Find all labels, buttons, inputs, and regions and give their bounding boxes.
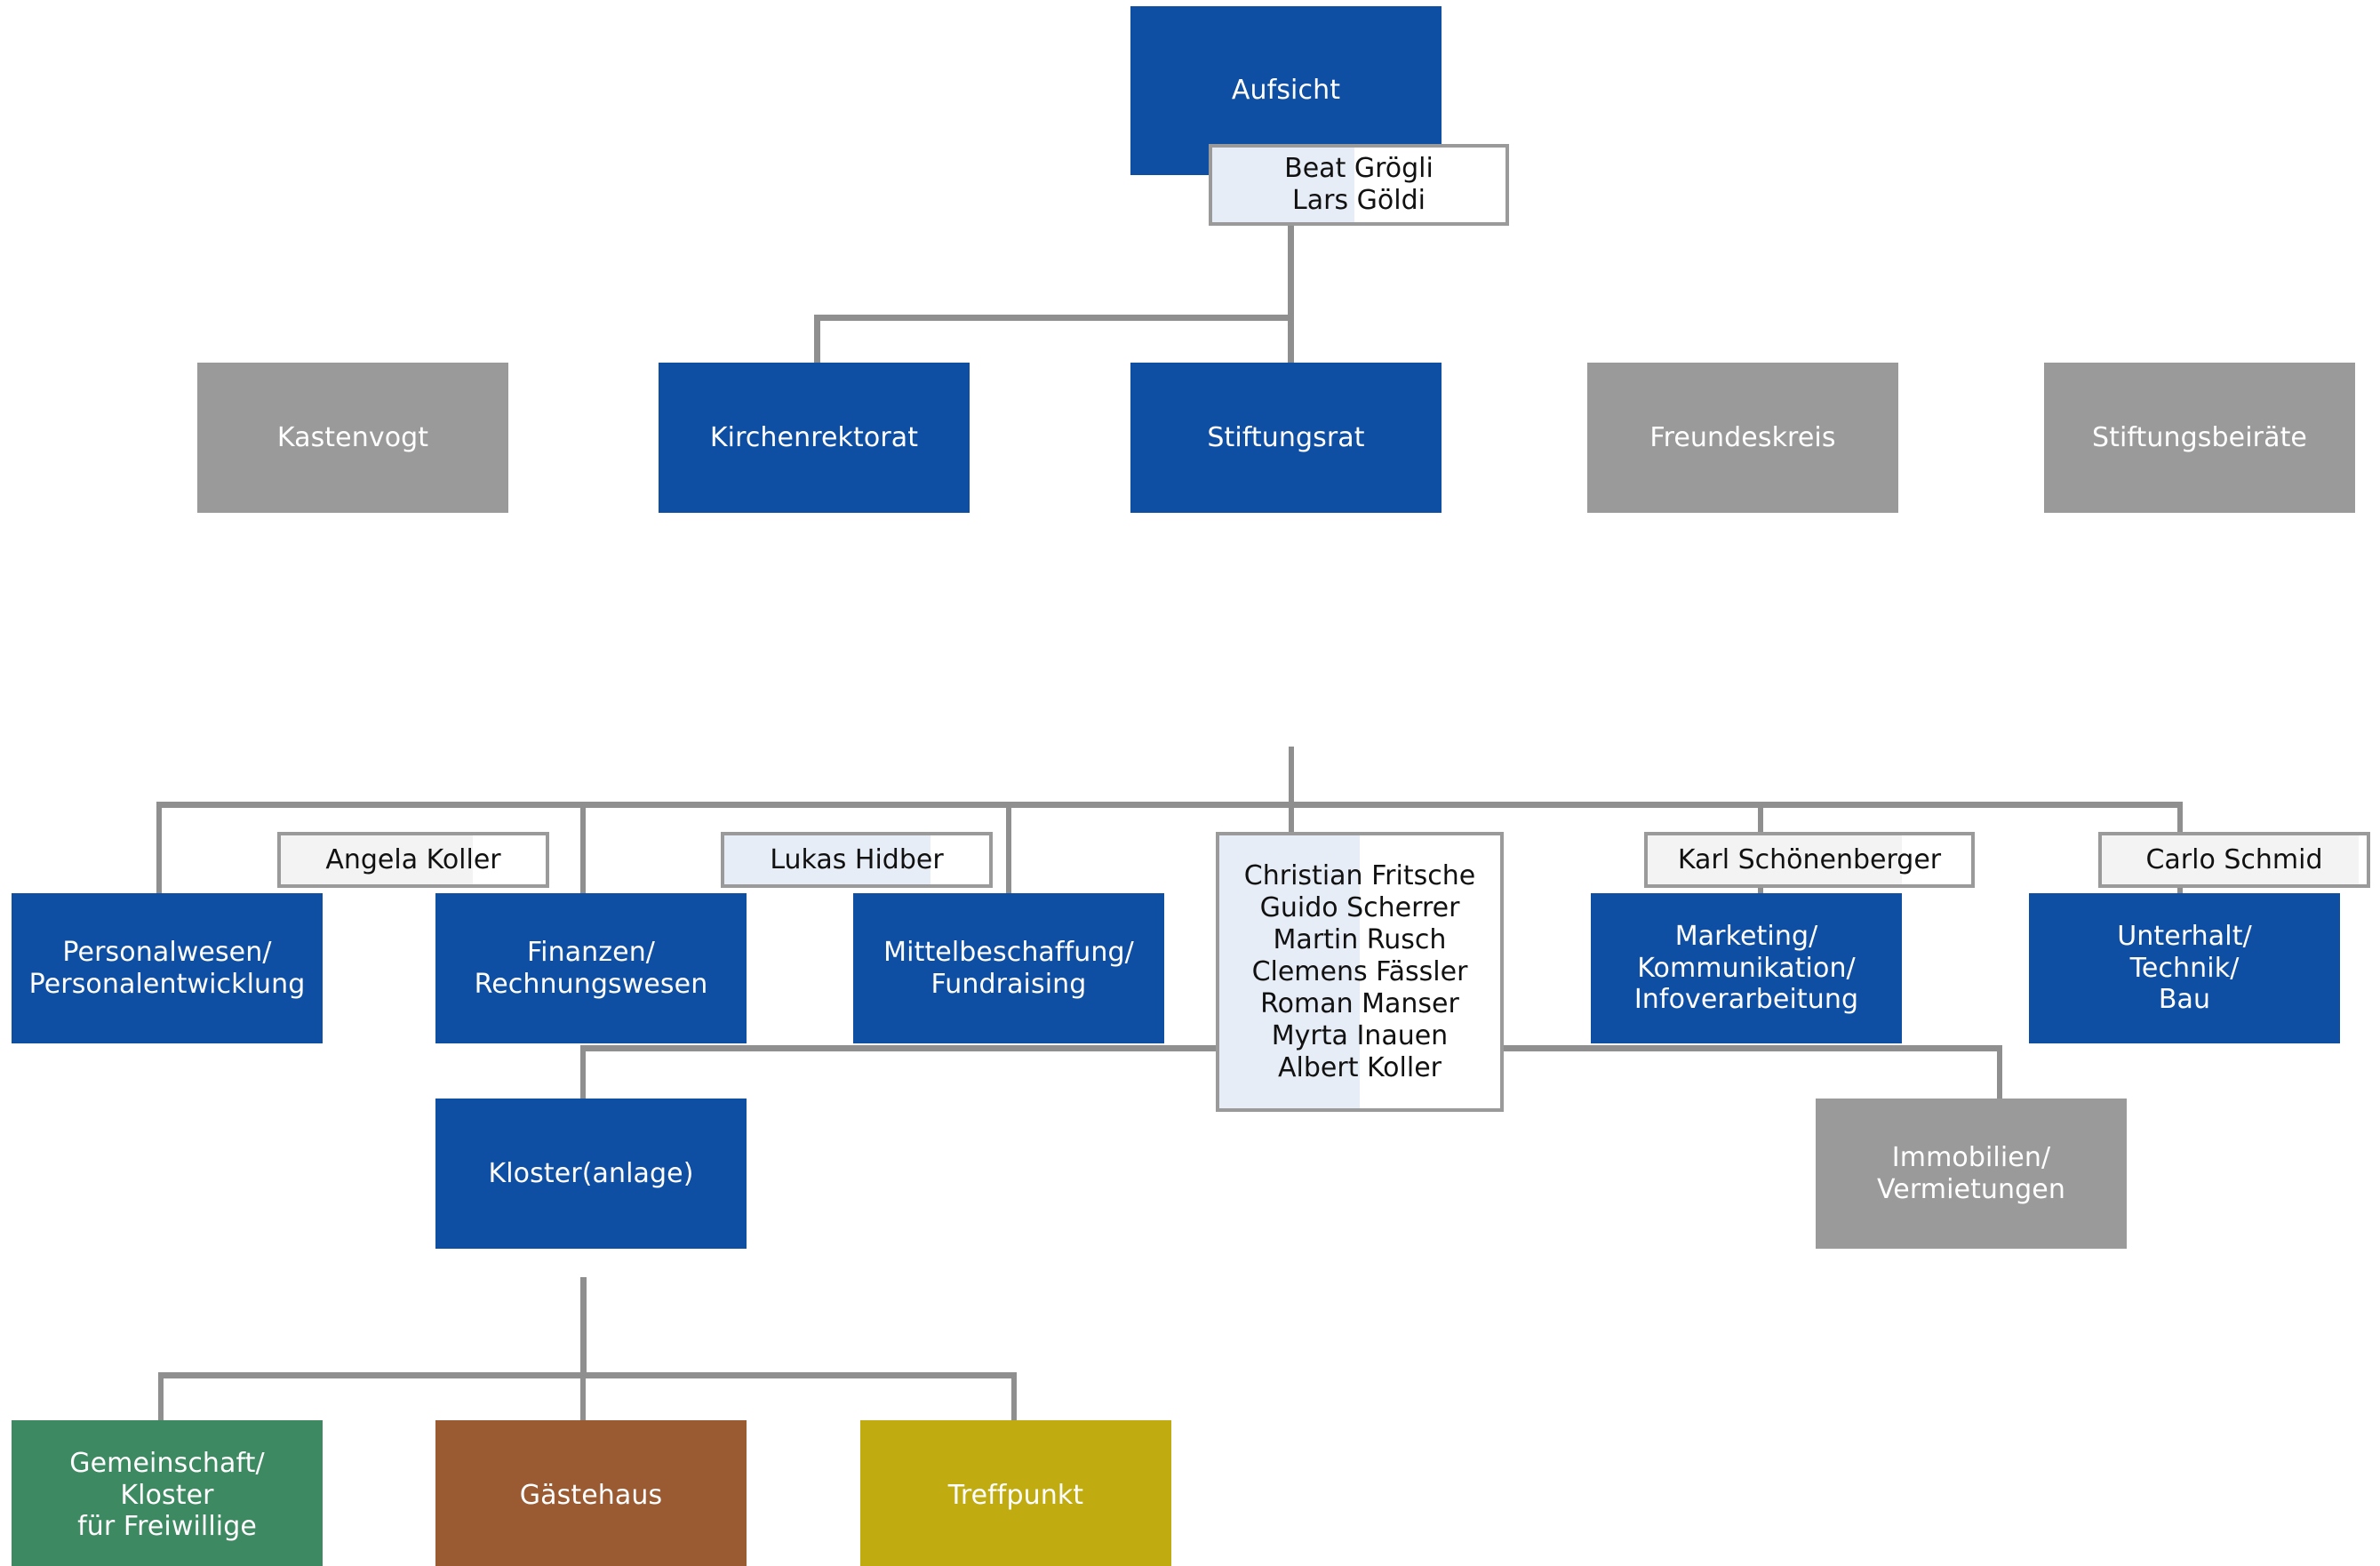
node-stiftungsbeiraete-people: Carlo Schmid [2098, 832, 2370, 888]
node-immobilien-header: Immobilien/ Vermietungen [1816, 1099, 2127, 1249]
node-gemeinschaft-title-line: Gemeinschaft/ [69, 1448, 265, 1480]
node-aufsicht-title-line: Aufsicht [1231, 75, 1341, 107]
node-freundeskreis[interactable]: Freundeskreis Karl Schönenberger [1587, 363, 1975, 888]
connector-kloster-drop [580, 1045, 586, 1099]
node-kirchenrektorat-title-line: Kirchenrektorat [709, 421, 919, 453]
connector-finanzen-drop [580, 802, 586, 895]
node-marketing-title-line: Marketing/ [1674, 921, 1818, 953]
person-name: Lars Göldi [1292, 185, 1426, 216]
node-personalwesen-title-line: Personalentwicklung [28, 968, 306, 1000]
connector-immobilien-drop [1997, 1045, 2002, 1099]
node-mittelbeschaffung[interactable]: Mittelbeschaffung/ Fundraising Roman Man… [853, 893, 1164, 1043]
node-marketing[interactable]: Marketing/ Kommunikation/ Infoverarbeitu… [1591, 893, 1902, 1043]
node-unterhalt[interactable]: Unterhalt/ Technik/ Bau Martin Rusch [2029, 893, 2340, 1043]
node-personalwesen[interactable]: Personalwesen/ Personalentwicklung Chris… [12, 893, 323, 1043]
node-finanzen[interactable]: Finanzen/ Rechnungswesen Albert Koller [435, 893, 747, 1043]
person-name: Guido Scherrer [1259, 891, 1460, 923]
connector-gemeinschaft-drop [158, 1372, 164, 1422]
connector-aufsicht-down [1288, 220, 1294, 338]
node-immobilien[interactable]: Immobilien/ Vermietungen Albert Koller M… [1816, 1099, 2127, 1249]
node-aufsicht[interactable]: Aufsicht Beat Grögli Lars Göldi [1130, 6, 1509, 226]
node-mittelbeschaffung-header: Mittelbeschaffung/ Fundraising [853, 893, 1164, 1043]
node-stiftungsbeiraete[interactable]: Stiftungsbeiräte Carlo Schmid [2044, 363, 2370, 888]
connector-row3-bar [156, 802, 2183, 808]
node-treffpunkt[interactable]: Treffpunkt Marie-Theres Capatt [860, 1420, 1171, 1566]
node-stiftungsbeiraete-header: Stiftungsbeiräte [2044, 363, 2355, 513]
node-gaestehaus-header: Gästehaus [435, 1420, 747, 1566]
person-name: Albert Koller [1278, 1051, 1442, 1083]
connector-row5-bar [158, 1372, 1017, 1378]
person-name: Carlo Schmid [2145, 843, 2323, 875]
connector-stiftungsrat-down [1289, 747, 1294, 807]
node-freundeskreis-people: Karl Schönenberger [1644, 832, 1975, 888]
node-kastenvogt[interactable]: Kastenvogt Angela Koller [197, 363, 549, 888]
node-kloster[interactable]: Kloster(anlage) Christian Fritsche [435, 1099, 747, 1249]
node-finanzen-title-line: Finanzen/ [526, 937, 656, 969]
person-name: Karl Schönenberger [1677, 843, 1942, 875]
connector-gaestehaus-drop [580, 1372, 586, 1422]
node-gaestehaus-title-line: Gästehaus [519, 1479, 663, 1511]
node-mittelbeschaffung-title-line: Fundraising [930, 968, 1087, 1000]
node-finanzen-header: Finanzen/ Rechnungswesen [435, 893, 747, 1043]
node-personalwesen-title-line: Personalwesen/ [62, 937, 272, 969]
node-freundeskreis-title-line: Freundeskreis [1649, 421, 1836, 453]
node-kastenvogt-title-line: Kastenvogt [276, 421, 429, 453]
node-kirchenrektorat[interactable]: Kirchenrektorat Lukas Hidber [659, 363, 993, 888]
node-freundeskreis-header: Freundeskreis [1587, 363, 1898, 513]
person-name: Martin Rusch [1273, 923, 1447, 955]
node-unterhalt-title-line: Technik/ [2129, 952, 2240, 984]
node-unterhalt-title-line: Unterhalt/ [2117, 921, 2252, 953]
node-kastenvogt-header: Kastenvogt [197, 363, 508, 513]
node-marketing-title-line: Infoverarbeitung [1633, 984, 1859, 1016]
node-marketing-title-line: Kommunikation/ [1637, 952, 1856, 984]
node-kirchenrektorat-people: Lukas Hidber [721, 832, 993, 888]
node-marketing-header: Marketing/ Kommunikation/ Infoverarbeitu… [1591, 893, 1902, 1043]
node-kloster-title-line: Kloster(anlage) [488, 1157, 694, 1189]
node-kirchenrektorat-header: Kirchenrektorat [659, 363, 970, 513]
person-name: Roman Manser [1260, 987, 1459, 1019]
node-treffpunkt-header: Treffpunkt [860, 1420, 1171, 1566]
node-stiftungsrat-title-line: Stiftungsrat [1207, 421, 1365, 453]
person-name: Myrta Inauen [1271, 1019, 1449, 1051]
node-stiftungsrat-people: Christian Fritsche Guido Scherrer Martin… [1216, 832, 1504, 1112]
connector-stiftungsrat-drop [1288, 315, 1294, 363]
node-gemeinschaft[interactable]: Gemeinschaft/ Kloster für Freiwillige Ch… [12, 1420, 323, 1566]
node-aufsicht-people: Beat Grögli Lars Göldi [1209, 144, 1509, 226]
connector-personalwesen-drop [156, 802, 162, 895]
node-unterhalt-header: Unterhalt/ Technik/ Bau [2029, 893, 2340, 1043]
node-personalwesen-header: Personalwesen/ Personalentwicklung [12, 893, 323, 1043]
node-finanzen-title-line: Rechnungswesen [474, 968, 708, 1000]
person-name: Christian Fritsche [1243, 859, 1476, 891]
person-name: Angela Koller [325, 843, 501, 875]
person-name: Lukas Hidber [770, 843, 944, 875]
node-unterhalt-title-line: Bau [2158, 984, 2211, 1016]
node-gemeinschaft-title-line: Kloster [120, 1479, 214, 1511]
connector-kloster-down [580, 1277, 587, 1378]
connector-kirchenrektorat-drop [814, 315, 820, 363]
node-stiftungsbeiraete-title-line: Stiftungsbeiräte [2091, 421, 2307, 453]
node-kloster-header: Kloster(anlage) [435, 1099, 747, 1249]
connector-mittelbeschaffung-drop [1006, 802, 1011, 895]
connector-treffpunkt-drop [1011, 1372, 1017, 1422]
person-name: Beat Grögli [1284, 153, 1434, 184]
node-kastenvogt-people: Angela Koller [277, 832, 549, 888]
node-gemeinschaft-header: Gemeinschaft/ Kloster für Freiwillige [12, 1420, 323, 1566]
node-immobilien-title-line: Vermietungen [1877, 1173, 2065, 1205]
node-treffpunkt-title-line: Treffpunkt [947, 1479, 1084, 1511]
node-mittelbeschaffung-title-line: Mittelbeschaffung/ [883, 937, 1134, 969]
person-name: Clemens Fässler [1251, 955, 1468, 987]
node-gaestehaus[interactable]: Gästehaus Sandra Speck [435, 1420, 747, 1566]
node-stiftungsrat[interactable]: Stiftungsrat Christian Fritsche Guido Sc… [1130, 363, 1504, 1112]
node-immobilien-title-line: Immobilien/ [1891, 1142, 2051, 1174]
connector-row2-bar [814, 315, 1294, 321]
node-stiftungsrat-header: Stiftungsrat [1130, 363, 1442, 513]
node-gemeinschaft-title-line: für Freiwillige [77, 1511, 257, 1543]
